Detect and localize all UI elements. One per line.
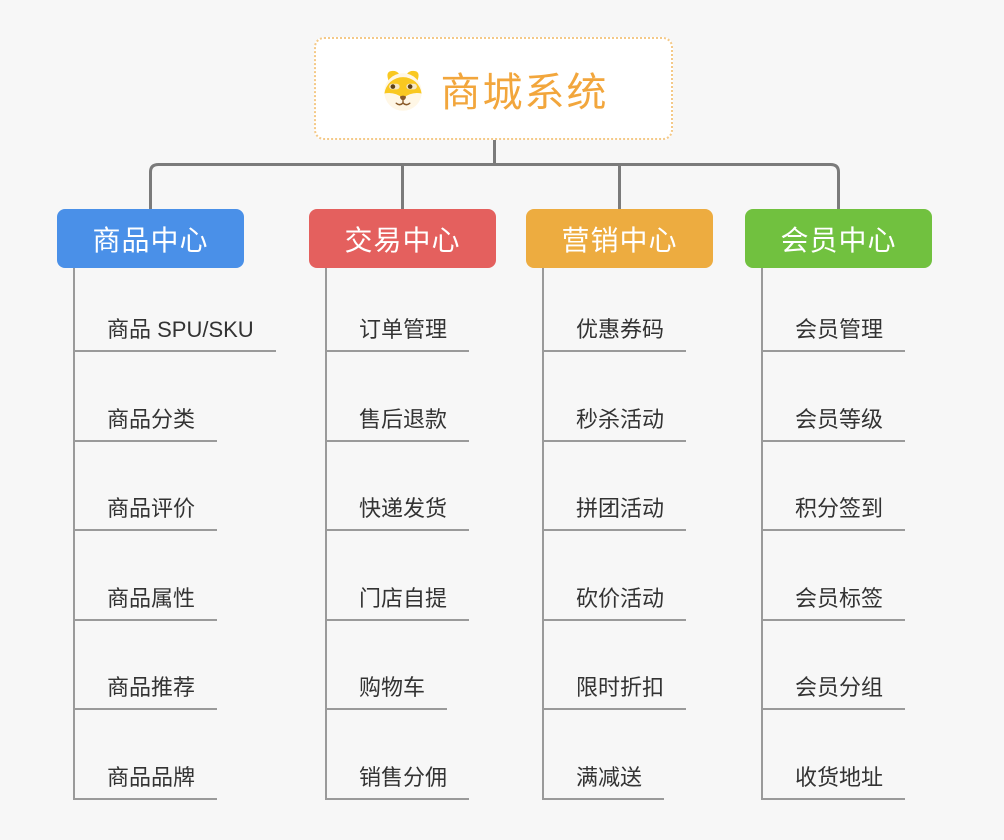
- branch-items-transaction-center: 订单管理 售后退款 快递发货 门店自提 购物车 销售分佣: [325, 268, 470, 800]
- item-label: 商品 SPU/SKU: [107, 317, 254, 342]
- branch-items-product-center: 商品 SPU/SKU 商品分类 商品评价 商品属性 商品推荐 商品品牌: [73, 268, 276, 800]
- branch-box-marketing-center[interactable]: 营销中心: [526, 209, 713, 268]
- mindmap-item[interactable]: 销售分佣: [327, 710, 470, 800]
- item-label: 限时折扣: [576, 675, 665, 701]
- branch-label: 交易中心: [344, 224, 461, 256]
- item-label: 售后退款: [359, 406, 448, 432]
- item-label: 会员等级: [795, 406, 884, 432]
- item-label: 门店自提: [359, 585, 448, 611]
- item-label: 会员管理: [795, 317, 884, 342]
- mindmap-item[interactable]: 会员管理: [763, 268, 906, 352]
- item-label: 满减送: [576, 764, 643, 790]
- item-label: 会员标签: [795, 585, 884, 611]
- item-label: 商品分类: [107, 406, 196, 432]
- mindmap-item[interactable]: 门店自提: [327, 531, 470, 621]
- mindmap-item[interactable]: 购物车: [327, 621, 448, 711]
- item-label: 收货地址: [795, 764, 884, 790]
- item-label: 商品评价: [107, 496, 196, 522]
- item-label: 秒杀活动: [576, 406, 665, 432]
- mindmap-item[interactable]: 会员标签: [763, 531, 906, 621]
- item-label: 会员分组: [795, 675, 884, 701]
- item-label: 商品属性: [107, 585, 196, 611]
- item-label: 快递发货: [359, 496, 448, 522]
- mindmap-item[interactable]: 商品推荐: [75, 621, 218, 711]
- branch-label: 商品中心: [92, 224, 209, 256]
- branch-box-transaction-center[interactable]: 交易中心: [309, 209, 496, 268]
- mindmap-item[interactable]: 商品 SPU/SKU: [75, 268, 276, 352]
- mindmap-item[interactable]: 商品分类: [75, 352, 218, 442]
- dog-face-icon: [379, 65, 427, 113]
- branch-label: 会员中心: [780, 224, 897, 256]
- item-label: 销售分佣: [359, 764, 448, 790]
- mindmap-item[interactable]: 商品品牌: [75, 710, 218, 800]
- item-label: 优惠券码: [576, 317, 665, 342]
- item-label: 订单管理: [359, 317, 448, 342]
- mindmap-item[interactable]: 拼团活动: [544, 442, 687, 532]
- root-node[interactable]: 商城系统: [314, 37, 673, 140]
- branch-label: 营销中心: [561, 224, 678, 256]
- mindmap-item[interactable]: 会员等级: [763, 352, 906, 442]
- branch-items-marketing-center: 优惠券码 秒杀活动 拼团活动 砍价活动 限时折扣 满减送: [542, 268, 687, 800]
- item-label: 商品品牌: [107, 764, 196, 790]
- branch-items-member-center: 会员管理 会员等级 积分签到 会员标签 会员分组 收货地址: [761, 268, 906, 800]
- mindmap-item[interactable]: 收货地址: [763, 710, 906, 800]
- mindmap-item[interactable]: 商品属性: [75, 531, 218, 621]
- item-label: 砍价活动: [576, 585, 665, 611]
- mindmap-item[interactable]: 订单管理: [327, 268, 470, 352]
- item-label: 拼团活动: [576, 496, 665, 522]
- mindmap-item[interactable]: 秒杀活动: [544, 352, 687, 442]
- mindmap-item[interactable]: 商品评价: [75, 442, 218, 532]
- mindmap-item[interactable]: 售后退款: [327, 352, 470, 442]
- mindmap-item[interactable]: 优惠券码: [544, 268, 687, 352]
- mindmap-item[interactable]: 满减送: [544, 710, 665, 800]
- mindmap-item[interactable]: 砍价活动: [544, 531, 687, 621]
- mindmap-item[interactable]: 限时折扣: [544, 621, 687, 711]
- branch-box-member-center[interactable]: 会员中心: [745, 209, 932, 268]
- item-label: 购物车: [359, 675, 426, 701]
- item-label: 积分签到: [795, 496, 884, 522]
- branch-box-product-center[interactable]: 商品中心: [57, 209, 244, 268]
- mindmap-item[interactable]: 快递发货: [327, 442, 470, 532]
- branch-bracket-line: [149, 163, 840, 210]
- mindmap-item[interactable]: 会员分组: [763, 621, 906, 711]
- item-label: 商品推荐: [107, 675, 196, 701]
- mindmap-item[interactable]: 积分签到: [763, 442, 906, 532]
- root-title: 商城系统: [440, 70, 609, 115]
